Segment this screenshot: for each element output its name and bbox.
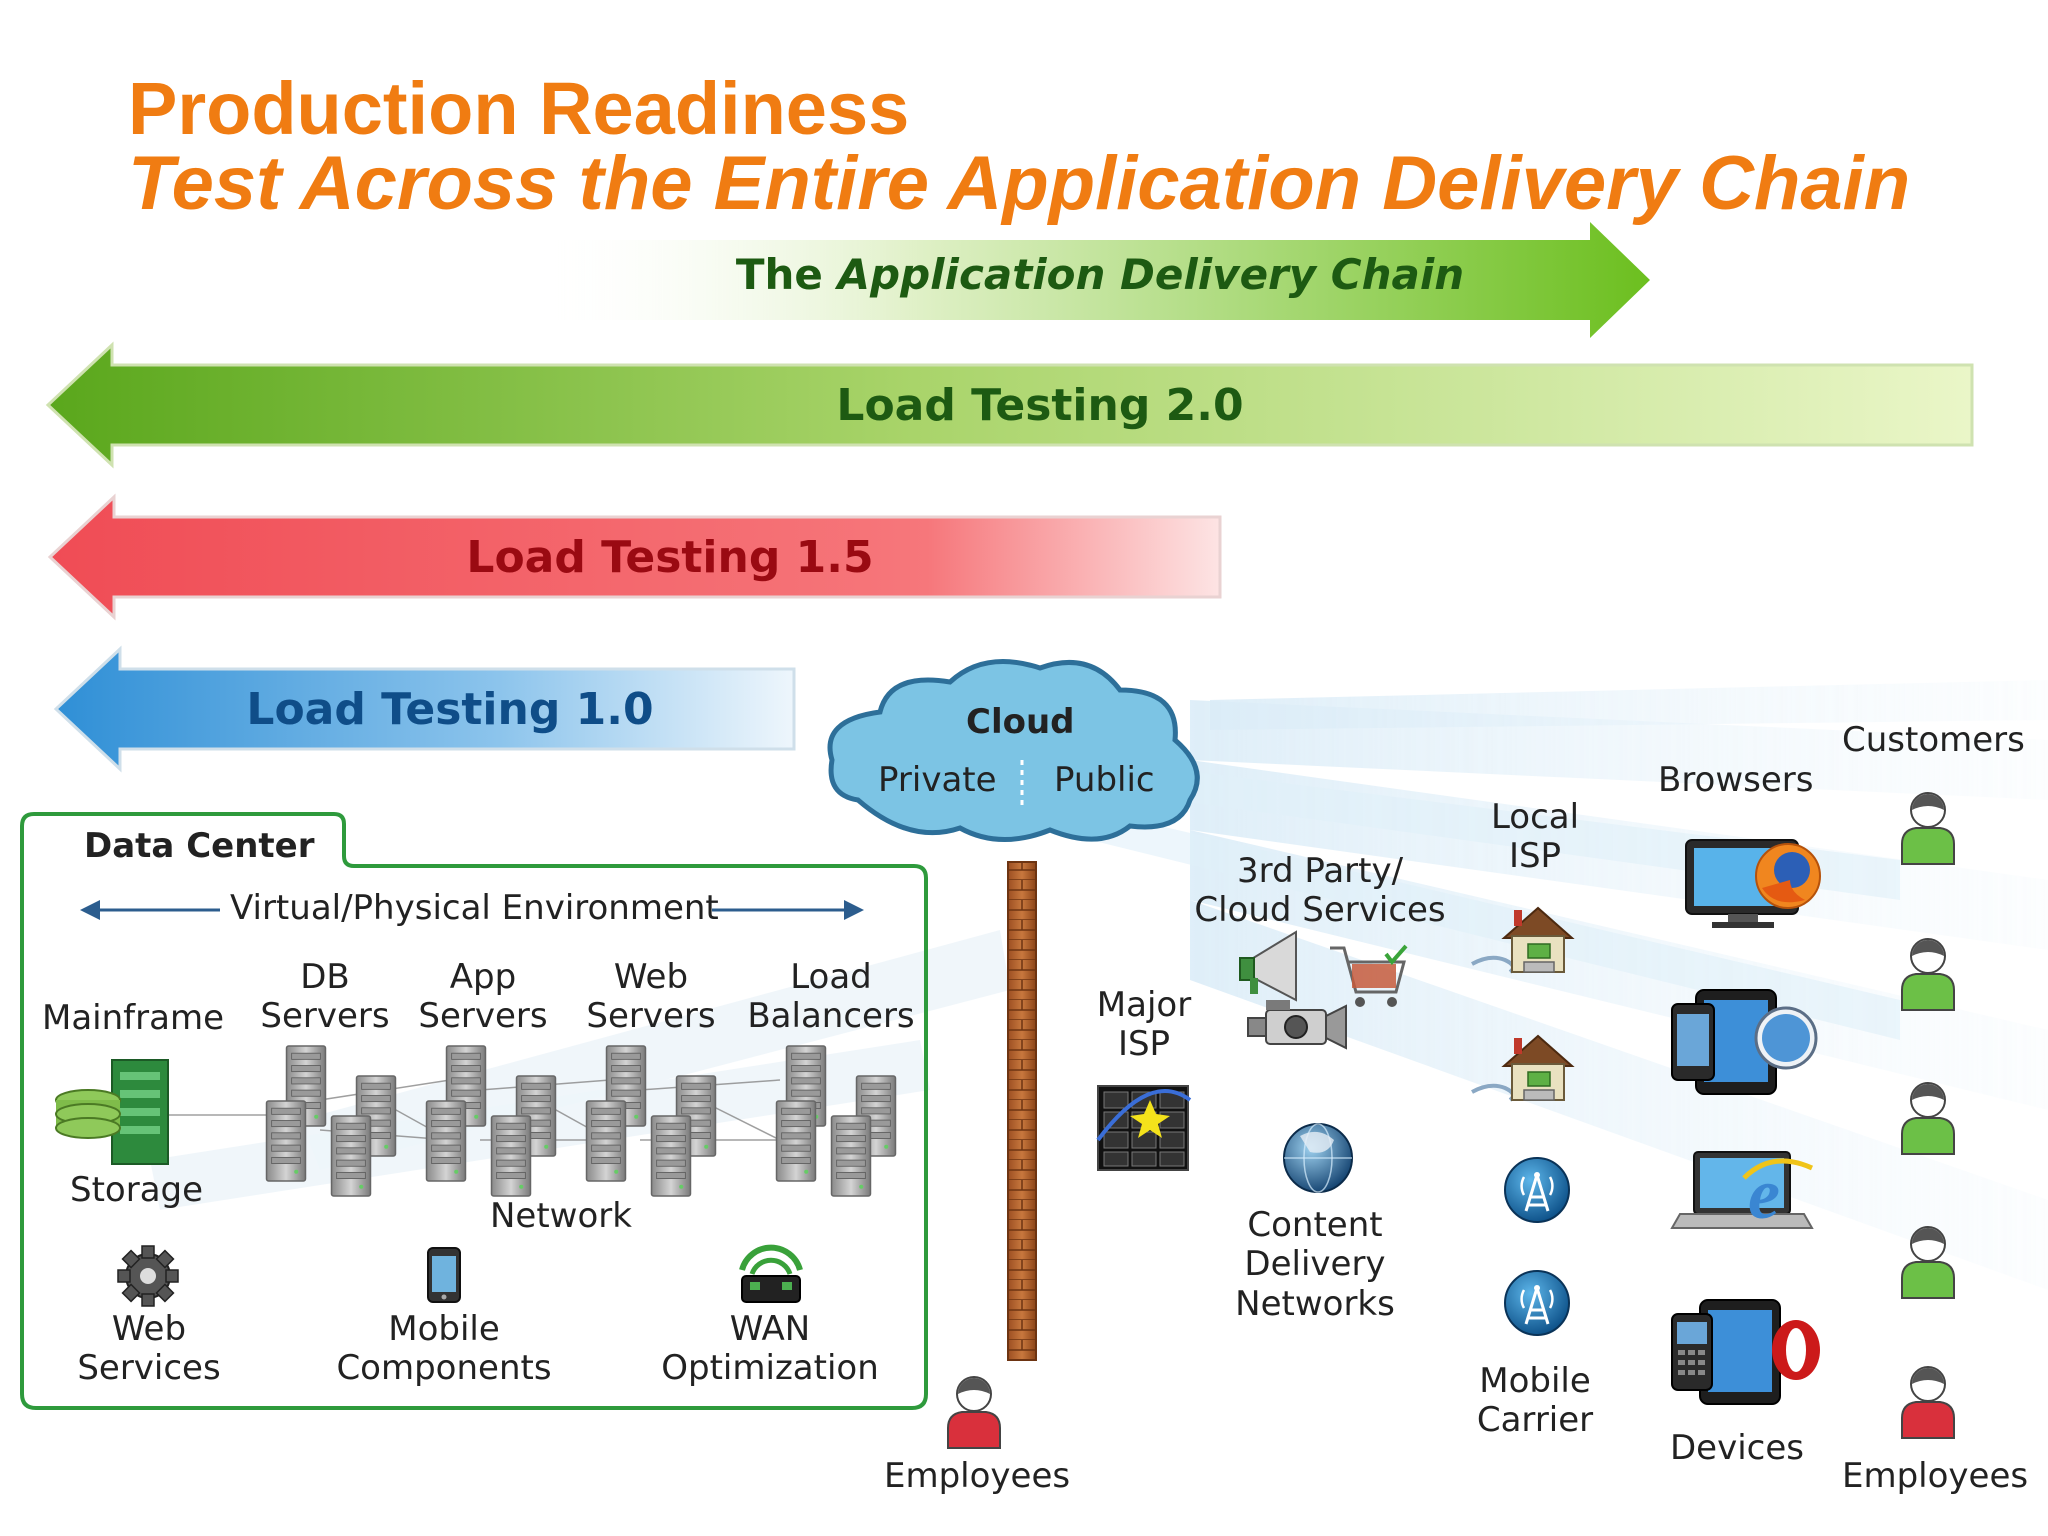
employees-right-label: Employees (1842, 1456, 2029, 1496)
cloud-icon (827, 659, 1200, 842)
customers-label: Customers (1842, 720, 2025, 760)
environment-double-arrow (80, 900, 864, 920)
browsers-label: Browsers (1658, 760, 1814, 800)
storage-label: Storage (70, 1170, 204, 1210)
safari-icon (1671, 989, 1818, 1095)
person-icon (947, 1376, 1001, 1449)
globe-icon (1283, 1123, 1353, 1193)
cell-tower-icon (1503, 1269, 1571, 1337)
person-icon (1901, 1082, 1955, 1155)
load-testing-2-label: Load Testing 2.0 (836, 380, 1244, 431)
load-testing-2-arrow (45, 341, 1974, 469)
isp-server-icon (1096, 1085, 1192, 1171)
storage-icon (55, 1059, 169, 1165)
connection-beams (150, 680, 2048, 1290)
slide-subtitle: Test Across the Entire Application Deliv… (128, 141, 1911, 226)
person-icon (1901, 792, 1955, 865)
shopping-cart-icon (1330, 944, 1408, 1007)
cloud-title: Cloud (966, 702, 1075, 742)
third-party-label: 3rd Party/Cloud Services (1194, 851, 1446, 931)
ie-icon: e (1670, 1151, 1814, 1234)
data-center-frame (20, 812, 928, 1410)
person-icon (1901, 1366, 1955, 1439)
firefox-icon (1685, 839, 1821, 928)
data-center-title: Data Center (84, 826, 315, 866)
cloud-public: Public (1054, 760, 1155, 800)
camera-icon (1247, 1000, 1347, 1050)
slide-title: Production Readiness (128, 67, 910, 150)
firewall-icon (1007, 861, 1037, 1361)
person-icon (1901, 938, 1955, 1011)
cloud-private: Private (878, 760, 997, 800)
environment-label: Virtual/Physical Environment (230, 888, 719, 928)
load-testing-1-0-label: Load Testing 1.0 (246, 684, 654, 735)
mobile-phone-icon (427, 1247, 461, 1303)
load-testing-1-5-arrow (47, 493, 1222, 621)
network-label: Network (490, 1196, 632, 1236)
mainframe-label: Mainframe (42, 998, 224, 1038)
megaphone-icon (1239, 930, 1297, 1002)
gear-icon (117, 1245, 179, 1307)
employees-left-label: Employees (884, 1456, 1071, 1496)
cell-tower-icon (1503, 1156, 1571, 1224)
load-testing-1-0-arrow (53, 645, 796, 773)
delivery-chain-label: The Application Delivery Chain (735, 250, 1465, 299)
devices-label: Devices (1670, 1428, 1804, 1468)
wan-router-icon (739, 1244, 803, 1303)
delivery-chain-arrow (528, 222, 1650, 338)
load-testing-1-5-label: Load Testing 1.5 (466, 532, 874, 583)
opera-icon (1671, 1299, 1820, 1405)
